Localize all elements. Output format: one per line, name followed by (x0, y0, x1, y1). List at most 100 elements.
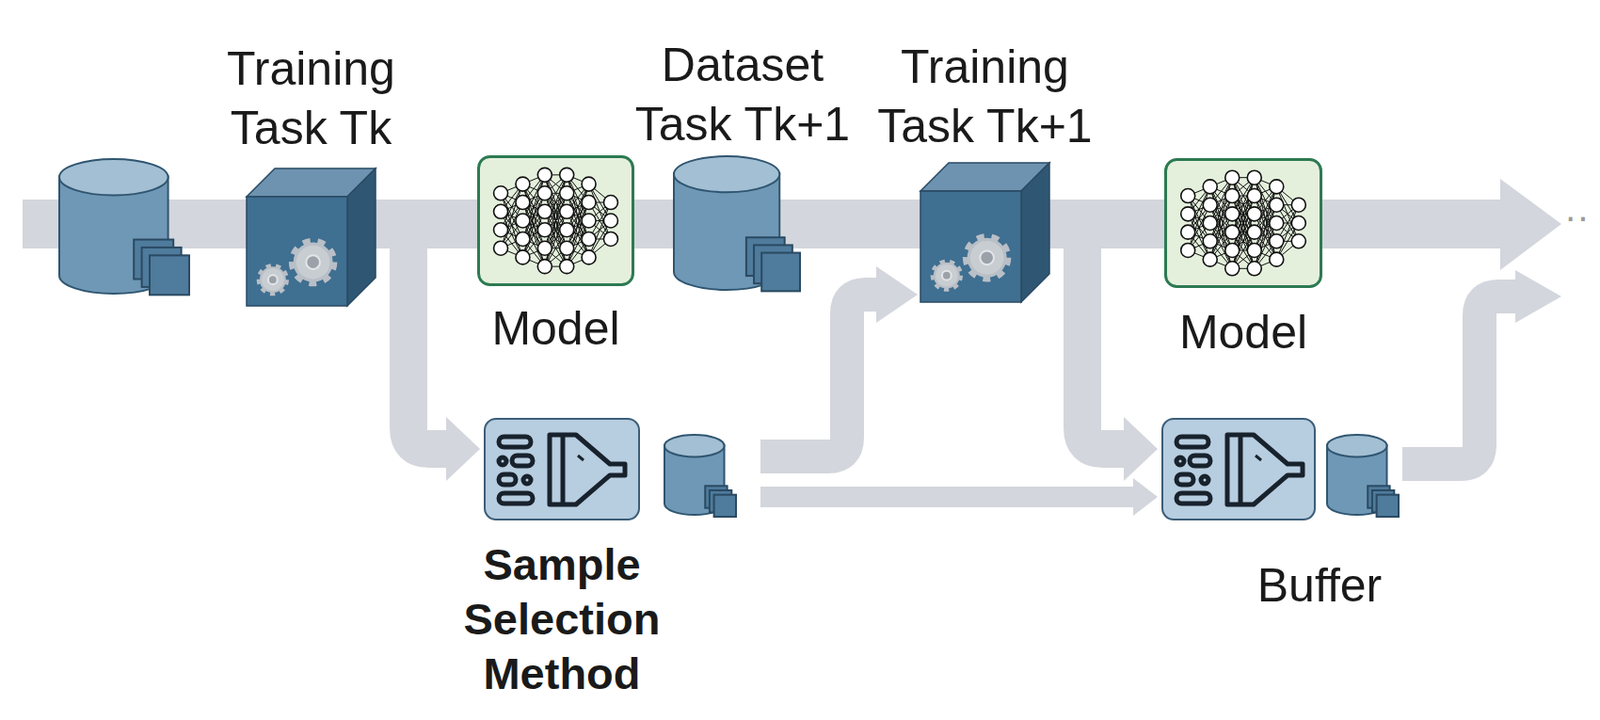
net-neuron (581, 250, 596, 265)
net-neuron (560, 259, 575, 274)
net-neuron (1247, 189, 1262, 204)
buffer-db-icon (663, 433, 737, 519)
net-neuron (1225, 207, 1240, 222)
net-neuron (494, 223, 509, 238)
node-label: Buffer (1197, 556, 1442, 616)
net-neuron (537, 167, 552, 182)
cube-side (1021, 162, 1050, 303)
dot (1176, 457, 1184, 465)
node-label: Dataset Task Tk+1 (620, 35, 865, 154)
net-neuron (581, 231, 596, 246)
net-neuron (537, 223, 552, 238)
net-neuron (560, 167, 575, 182)
flow-arrow (760, 266, 918, 457)
net-neuron (537, 240, 552, 256)
pill (498, 436, 531, 448)
node-label: Training Task Tk+1 (863, 37, 1108, 156)
pill (1176, 436, 1209, 448)
gear-teeth (293, 242, 334, 283)
training-task: Training Task Tk+1 (920, 162, 1050, 303)
arrow-line (375, 224, 448, 449)
net-neuron (1269, 252, 1284, 267)
net-neuron (494, 204, 509, 219)
gear-teeth (933, 262, 960, 289)
net-neuron (494, 240, 509, 256)
pill (1189, 455, 1211, 466)
arrow-line (760, 294, 879, 457)
net-neuron (515, 195, 530, 210)
net-neuron (1269, 179, 1284, 194)
net-neuron (560, 186, 575, 201)
net-link (544, 211, 567, 267)
node-label: Sample Selection Method (439, 537, 685, 701)
net-neuron (1269, 234, 1284, 249)
flow-arrow (634, 224, 673, 225)
sample-selection: Buffer (1161, 417, 1316, 521)
gear (296, 245, 331, 280)
model-box (479, 157, 634, 286)
net-neuron (1225, 189, 1240, 204)
training-cube (920, 162, 1050, 303)
db-page (714, 495, 736, 517)
net-neuron (581, 176, 596, 192)
net-link (1276, 205, 1299, 260)
net-neuron (1269, 216, 1284, 231)
gear-teeth (967, 238, 1008, 278)
funnel-rim (560, 434, 566, 505)
pill (498, 493, 533, 504)
net-neuron (494, 186, 509, 201)
net-neuron (515, 176, 530, 192)
arrow-line (1049, 224, 1126, 449)
gear-hub (268, 274, 278, 285)
selection-icon (1161, 417, 1316, 521)
main-band-head (1500, 178, 1562, 271)
pill (1176, 493, 1211, 504)
gear-hub (942, 271, 952, 281)
net-link (589, 202, 611, 257)
net-neuron (1291, 197, 1306, 212)
net-neuron (537, 259, 552, 274)
net-neuron (1247, 224, 1262, 240)
net-neuron (1247, 261, 1262, 276)
net-neuron (1181, 224, 1196, 240)
net-neuron (1225, 170, 1240, 185)
flow-arrow (800, 224, 921, 225)
net-neuron (603, 213, 618, 228)
net-neuron (1181, 207, 1196, 222)
node-label: Model (1120, 303, 1366, 363)
funnel-rim (1238, 434, 1244, 505)
cube-front (246, 196, 348, 306)
database-icon (58, 158, 191, 298)
arrow-line (800, 199, 921, 249)
net-neuron (1291, 234, 1306, 249)
net-neuron (1202, 252, 1217, 267)
net-neuron (1247, 242, 1262, 257)
dot (1200, 476, 1209, 484)
model-icon (477, 155, 635, 287)
net-neuron (560, 240, 575, 256)
node-label: Training Task Tk (189, 39, 434, 158)
net-neuron (581, 213, 596, 228)
dot (498, 457, 507, 465)
gear (261, 268, 285, 291)
cube-front (920, 191, 1022, 303)
arrow-head (446, 416, 480, 481)
node-label: Model (433, 299, 679, 359)
buffer-db-icon (1326, 433, 1400, 519)
db-page (1376, 495, 1399, 517)
db-top (1327, 434, 1388, 457)
net-neuron (1291, 216, 1306, 231)
net-neuron (560, 223, 575, 238)
arrow-head (1123, 416, 1158, 481)
db-top (664, 434, 725, 457)
net-link (1232, 213, 1255, 269)
model-box: Model (1164, 158, 1323, 288)
selection-box (484, 418, 640, 520)
pill (498, 474, 516, 485)
funnel-mark (577, 455, 584, 461)
flow-arrow (375, 224, 480, 481)
filter-glyph (498, 434, 625, 505)
training-task: Training Task Tk (246, 168, 376, 306)
net-neuron (1225, 224, 1240, 240)
selection-box (1162, 418, 1315, 520)
